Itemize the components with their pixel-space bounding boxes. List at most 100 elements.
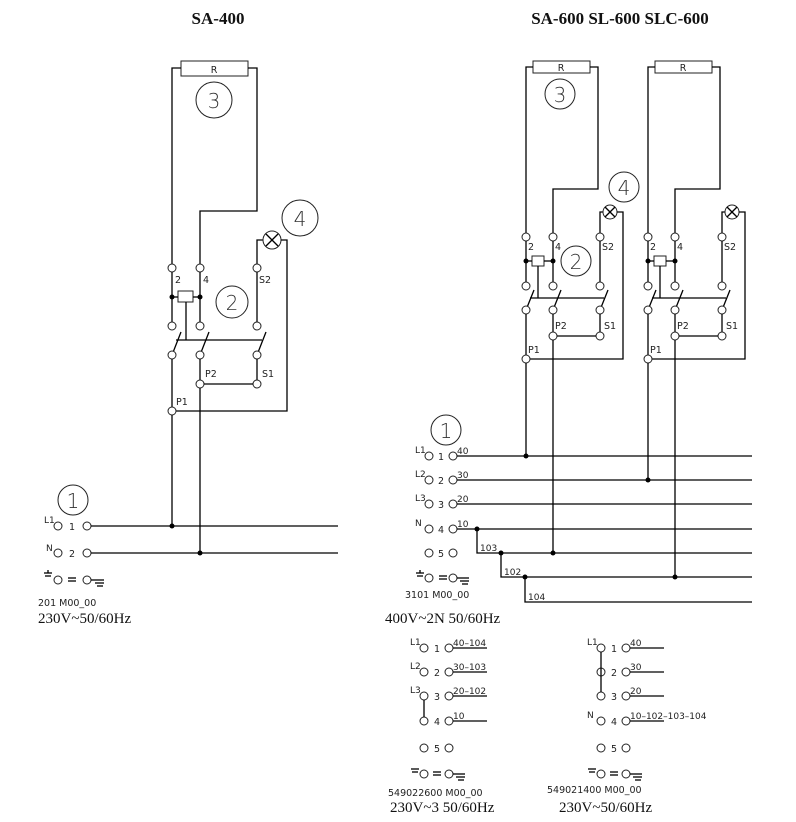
terminal xyxy=(444,716,454,726)
terminal xyxy=(419,743,429,753)
callout-2: 2 xyxy=(226,291,239,315)
label: 5 xyxy=(438,549,444,560)
part-code: 3101 M00_00 xyxy=(405,590,469,601)
callout-3: 3 xyxy=(208,89,221,113)
right-title: SA-600 SL-600 SLC-600 xyxy=(531,9,709,28)
switch-label: P2 xyxy=(205,369,217,380)
terminal xyxy=(419,691,429,701)
terminal xyxy=(717,305,727,315)
terminal xyxy=(595,305,605,315)
bridge-label: 102 xyxy=(504,568,521,578)
callout-2-circle xyxy=(215,285,249,319)
terminal xyxy=(595,331,605,341)
label: 1 xyxy=(611,644,617,655)
switch-label: P1 xyxy=(176,397,188,408)
terminal xyxy=(670,281,680,291)
phase-label: L1 xyxy=(44,516,55,526)
terminal xyxy=(621,743,631,753)
label: S2 xyxy=(602,242,614,253)
label: S1 xyxy=(726,321,738,332)
label: 40–104 xyxy=(453,639,486,649)
terminal xyxy=(448,451,458,461)
heater-label: R xyxy=(211,65,218,76)
terminal xyxy=(717,281,727,291)
left-title: SA-400 xyxy=(192,9,245,28)
terminal-row: 3 20 xyxy=(596,687,664,703)
terminal-row: N 4 10 xyxy=(415,519,752,536)
label: 2 xyxy=(650,242,656,253)
terminal xyxy=(424,499,434,509)
terminal xyxy=(419,667,429,677)
terminal xyxy=(621,667,631,677)
wire xyxy=(199,67,258,268)
terminal xyxy=(643,232,653,242)
callout-2: 2 xyxy=(570,250,583,274)
label: L2 xyxy=(415,470,426,480)
terminal xyxy=(448,524,458,534)
part-code: 549021400 M00_00 xyxy=(547,785,642,796)
callout-1: 1 xyxy=(440,419,453,443)
label: 2 xyxy=(434,668,440,679)
label: 10 xyxy=(457,520,469,530)
terminal xyxy=(596,716,606,726)
ground-terminal-icon xyxy=(588,768,642,781)
wire xyxy=(674,66,721,237)
left-terminal-block: L1 1 N 2 201 M00_00 230V~50/60Hz xyxy=(38,516,338,627)
right-bridges: 103 102 104 xyxy=(474,526,752,603)
ground-terminal-icon xyxy=(411,768,465,781)
callout-4: 4 xyxy=(618,176,631,200)
relay-coil-icon xyxy=(177,290,194,303)
label: 3 xyxy=(611,692,617,703)
terminal xyxy=(596,691,606,701)
terminal xyxy=(521,232,531,242)
terminal xyxy=(521,354,531,364)
label: L3 xyxy=(415,494,426,504)
label: 3 xyxy=(434,692,440,703)
label: N xyxy=(415,519,422,529)
label: 4 xyxy=(438,525,444,536)
relay-coil-icon xyxy=(531,255,545,267)
terminal-label: 4 xyxy=(203,275,209,286)
ground-terminal-icon xyxy=(416,570,469,585)
label: 10 xyxy=(453,712,465,722)
terminal xyxy=(596,769,606,779)
label: 30 xyxy=(630,663,642,673)
label: 20 xyxy=(630,687,642,697)
label: P2 xyxy=(555,321,567,332)
label: L3 xyxy=(410,686,421,696)
terminal-number: 2 xyxy=(69,549,75,560)
callout-1-circle xyxy=(57,484,89,516)
label: 2 xyxy=(611,668,617,679)
wire xyxy=(647,66,655,237)
terminal xyxy=(670,232,680,242)
lamp-icon xyxy=(530,204,624,360)
terminal xyxy=(621,769,631,779)
label: 30–103 xyxy=(453,663,486,673)
terminal xyxy=(424,548,434,558)
callout-3: 3 xyxy=(554,83,567,107)
terminal xyxy=(596,743,606,753)
label: P1 xyxy=(650,345,662,356)
label: L1 xyxy=(587,638,598,648)
terminal xyxy=(444,691,454,701)
terminal xyxy=(448,499,458,509)
callout-2-circle xyxy=(560,245,592,277)
terminal xyxy=(670,331,680,341)
terminal-label: S2 xyxy=(259,275,271,286)
label: 40 xyxy=(457,447,469,457)
terminal xyxy=(448,475,458,485)
terminal-label: 2 xyxy=(175,275,181,286)
switch-label: S1 xyxy=(262,369,274,380)
label: 5 xyxy=(611,744,617,755)
terminal xyxy=(621,643,631,653)
left-heater: R xyxy=(171,60,258,268)
callout-4: 4 xyxy=(294,207,307,231)
terminal xyxy=(596,643,606,653)
